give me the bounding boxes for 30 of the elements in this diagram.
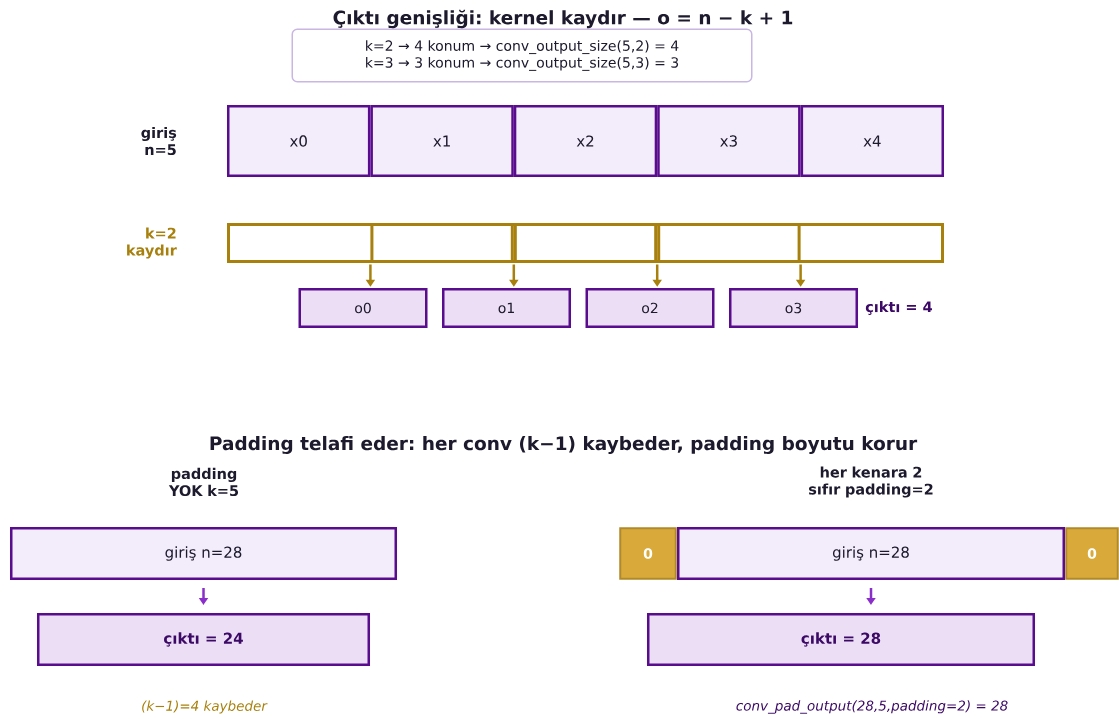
output-cell: o2 <box>585 288 715 328</box>
output-box: çıktı = 28 <box>647 613 1035 666</box>
side-label: giriş n=5 <box>141 126 177 156</box>
output-cell: o0 <box>298 288 428 328</box>
output-count: çıktı = 4 <box>865 301 932 315</box>
info-box: k=2 → 4 konum → conv_output_size(5,2) = 4 k=3 → 3 konum → conv_output_size(5,3) = 3 <box>291 28 753 83</box>
title: Çıktı genişliği: kernel kaydır — o = n − k + 1 <box>333 9 793 29</box>
output-cell: o1 <box>442 288 571 328</box>
kernel-window <box>513 223 801 263</box>
input-cell: x0 <box>227 105 371 177</box>
kernel-window <box>370 223 658 263</box>
input-cell: x2 <box>513 105 658 177</box>
input-cell: x4 <box>800 105 944 177</box>
kernel-window <box>657 223 944 263</box>
note: conv_pad_output(28,5,padding=2) = 28 <box>736 700 1008 714</box>
output-box: çıktı = 24 <box>37 613 370 666</box>
padding-cell: 0 <box>619 527 677 580</box>
output-cell: o3 <box>729 288 858 328</box>
section-title: Padding telafi eder: her conv (k−1) kaybeder, padding boyutu korur <box>210 435 918 455</box>
panel-heading: padding YOK k=5 <box>168 467 239 497</box>
side-label: k=2 kaydır <box>127 227 177 259</box>
kernel-window <box>227 223 514 263</box>
input-cell: x1 <box>370 105 514 177</box>
padding-cell: 0 <box>1065 527 1119 580</box>
arrow <box>509 264 519 287</box>
note: (k−1)=4 kaybeder <box>142 700 268 714</box>
input-cell: giriş n=28 <box>10 527 397 580</box>
input-cell: giriş n=28 <box>677 527 1065 580</box>
panel-heading: her kenara 2 sıfır padding=2 <box>809 466 933 498</box>
input-cell: x3 <box>657 105 801 177</box>
